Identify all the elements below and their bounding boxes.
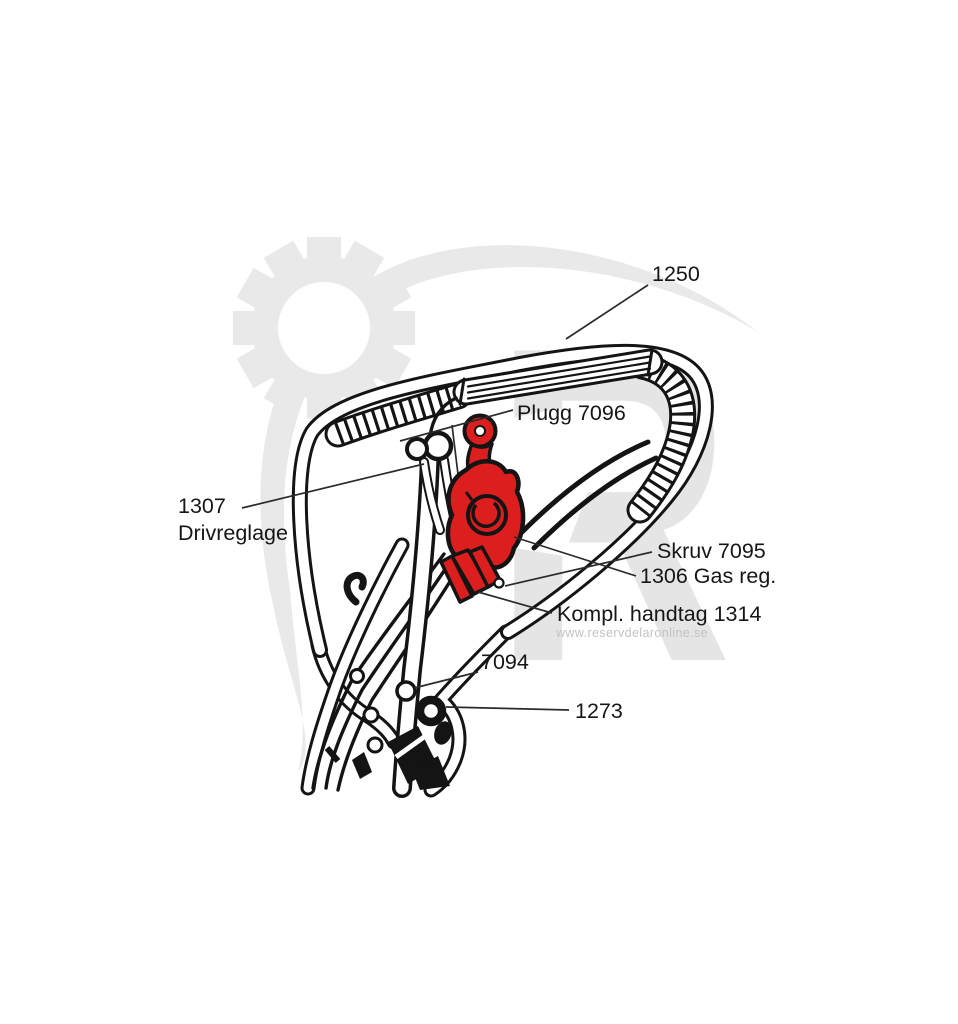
label-handlebar-1250: 1250 <box>565 262 700 340</box>
svg-text:Skruv 7095: Skruv 7095 <box>657 539 766 563</box>
watermark-url-text: www.reservdelaronline.se <box>555 626 708 640</box>
svg-text:Plugg 7096: Plugg 7096 <box>517 401 626 425</box>
svg-text:1250: 1250 <box>652 262 700 286</box>
gear-watermark-icon <box>233 237 415 419</box>
tube-curl <box>343 571 367 606</box>
left-grip-ribs <box>324 382 472 448</box>
gas-regulator-assembly <box>439 413 526 604</box>
svg-text:Kompl. handtag 1314: Kompl. handtag 1314 <box>557 602 761 626</box>
label-clamp-1273: 1273 <box>445 699 623 723</box>
clamp-1273 <box>415 695 452 745</box>
cable-clip-7094 <box>395 680 417 702</box>
deck-parts <box>352 726 450 790</box>
grip-bar <box>452 348 664 406</box>
svg-text:1306 Gas reg.: 1306 Gas reg. <box>640 564 776 588</box>
right-grip-ribs <box>626 352 697 524</box>
label-screw-7095: Skruv 7095 <box>504 539 766 587</box>
label-cable-clip-7094: 7094 <box>413 650 529 689</box>
throttle-cables <box>517 439 659 551</box>
cable-clips <box>324 668 417 763</box>
label-gas-regulator-1306: 1306 Gas reg. <box>513 536 776 588</box>
svg-text:7094: 7094 <box>481 650 529 674</box>
screw-7095 <box>493 577 505 589</box>
handle-assembly-drawing <box>291 343 714 798</box>
label-complete-handle-1314: Kompl. handtag 1314 <box>477 591 761 626</box>
svg-text:1307: 1307 <box>178 494 226 518</box>
gas-regulator-body <box>445 459 526 574</box>
svg-text:Drivreglage: Drivreglage <box>178 521 288 545</box>
svg-text:1273: 1273 <box>575 699 623 723</box>
label-plug-7096: Plugg 7096 <box>399 401 626 442</box>
label-drive-control-1307: 1307 Drivreglage <box>178 463 425 545</box>
